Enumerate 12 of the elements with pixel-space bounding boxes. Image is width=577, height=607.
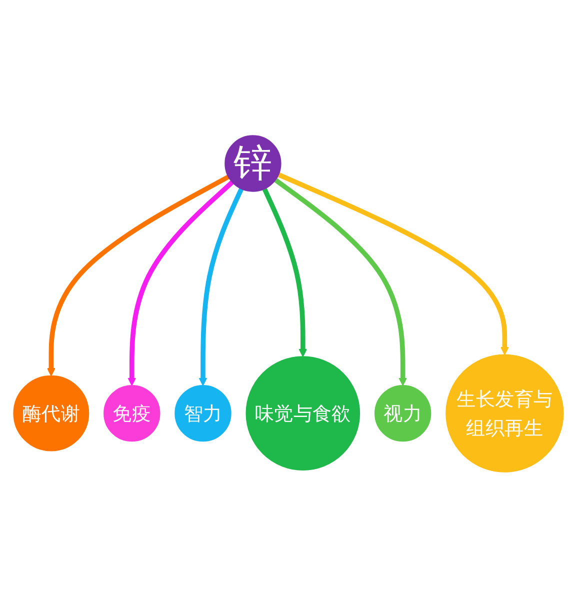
- node-circle: 味觉与食欲: [246, 356, 360, 471]
- arrow: [262, 188, 308, 358]
- arrow: [198, 188, 244, 386]
- node-circle: 视力: [374, 385, 432, 442]
- arrow: [46, 174, 230, 376]
- arrow: [274, 178, 408, 386]
- node-circle: 免疫: [104, 385, 160, 442]
- arrow: [278, 172, 509, 356]
- node-circle: 智力: [174, 385, 232, 442]
- node-circle: 酶代谢: [13, 376, 90, 452]
- arrow: [128, 180, 234, 386]
- node-circle: 生长发育与组织再生: [446, 354, 564, 473]
